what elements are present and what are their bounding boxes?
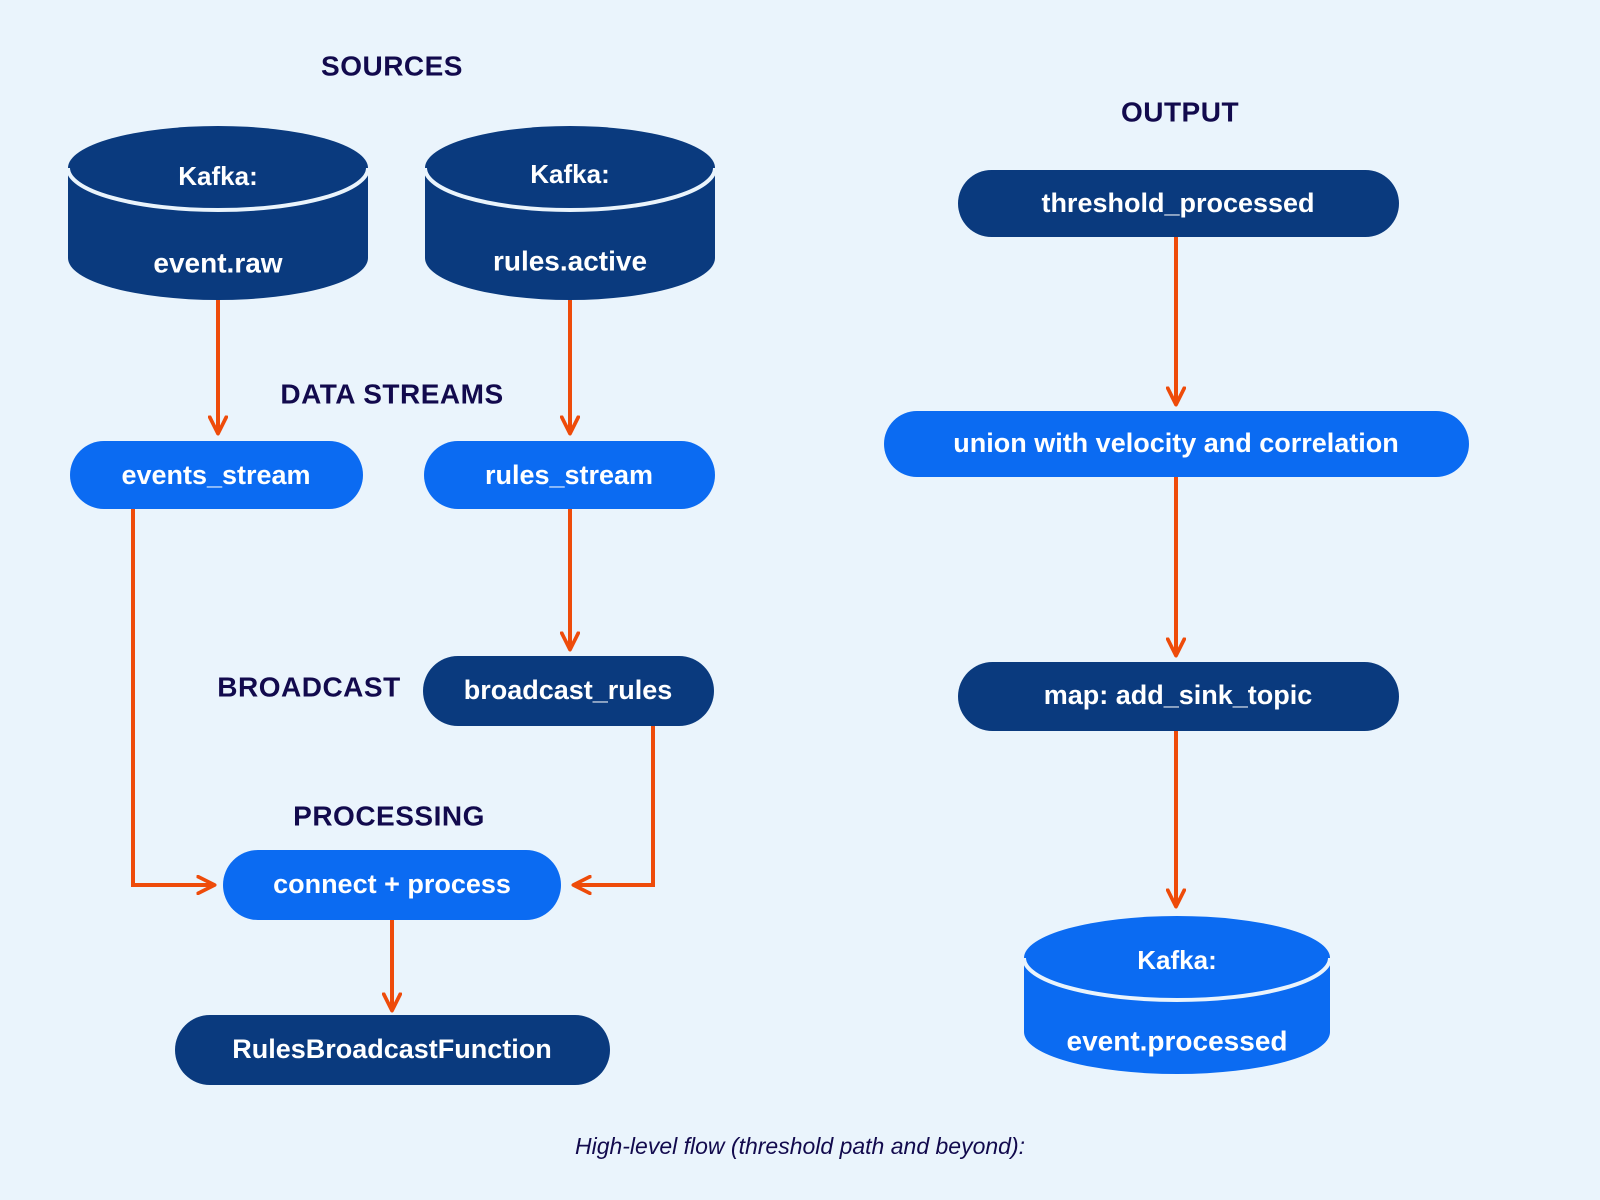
node-prefix: Kafka: — [530, 159, 609, 189]
node-map-add-sink-topic[interactable]: map: add_sink_topic — [958, 662, 1399, 731]
diagram-caption: High-level flow (threshold path and beyo… — [575, 1133, 1025, 1159]
node-rules-broadcast-function[interactable]: RulesBroadcastFunction — [175, 1015, 610, 1085]
pill-shape — [884, 411, 1469, 477]
edge-events-stream-to-connect-process — [131, 508, 213, 885]
cylinder-top — [68, 126, 368, 210]
section-label-output: OUTPUT — [1121, 96, 1239, 127]
node-threshold-processed[interactable]: threshold_processed — [958, 170, 1399, 237]
section-label-broadcast: BROADCAST — [217, 671, 400, 702]
pill-shape — [424, 441, 715, 509]
cylinder-top — [425, 126, 715, 210]
node-union-velocity-correlation[interactable]: union with velocity and correlation — [884, 411, 1469, 477]
node-prefix: Kafka: — [1137, 945, 1216, 975]
node-rules-stream[interactable]: rules_stream — [424, 441, 715, 509]
pill-shape — [958, 662, 1399, 731]
cylinder-rim — [423, 167, 717, 212]
node-label: threshold_processed — [1041, 188, 1314, 218]
node-connect-process[interactable]: connect + process — [223, 850, 561, 920]
pill-shape — [958, 170, 1399, 237]
node-kafka-event-processed[interactable]: Kafka: event.processed — [1022, 916, 1332, 1074]
node-label: union with velocity and correlation — [953, 428, 1399, 458]
node-kafka-event-raw[interactable]: Kafka: event.raw — [66, 126, 370, 300]
node-label: broadcast_rules — [464, 675, 673, 705]
section-label-sources: SOURCES — [321, 50, 463, 81]
node-broadcast-rules[interactable]: broadcast_rules — [423, 656, 714, 726]
node-label: rules_stream — [485, 460, 653, 490]
node-events-stream[interactable]: events_stream — [70, 441, 363, 509]
pill-shape — [223, 850, 561, 920]
node-prefix: Kafka: — [178, 161, 257, 191]
cylinder-top — [1024, 916, 1330, 1000]
node-label: events_stream — [121, 460, 310, 490]
node-label: RulesBroadcastFunction — [232, 1034, 552, 1064]
node-label: map: add_sink_topic — [1044, 680, 1313, 710]
node-topic: event.raw — [153, 247, 282, 278]
node-kafka-rules-active[interactable]: Kafka: rules.active — [423, 126, 717, 300]
pill-shape — [423, 656, 714, 726]
cylinder-rim — [1022, 957, 1332, 1002]
pill-shape — [70, 441, 363, 509]
cylinder-rim — [66, 167, 370, 212]
node-topic: rules.active — [493, 245, 647, 276]
connector-layer — [131, 236, 1176, 1009]
section-label-processing: PROCESSING — [293, 800, 485, 831]
pill-shape — [175, 1015, 610, 1085]
edge-broadcast-rules-to-connect-process — [575, 726, 655, 885]
node-topic: event.processed — [1067, 1025, 1288, 1056]
node-label: connect + process — [273, 869, 511, 899]
section-label-data-streams: DATA STREAMS — [280, 378, 503, 409]
